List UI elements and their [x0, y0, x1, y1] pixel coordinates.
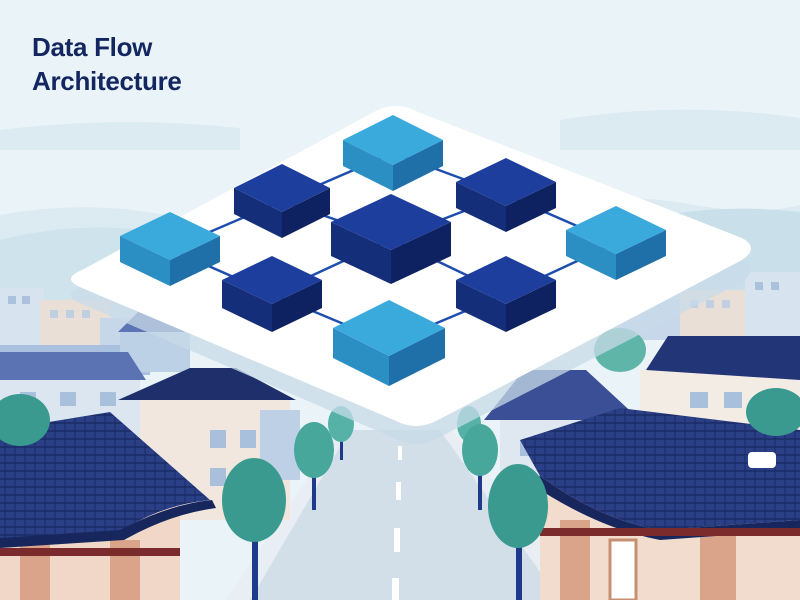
diagram-nodes [120, 115, 666, 386]
node-right-face [393, 140, 443, 191]
node-left-face [333, 328, 389, 386]
tree [746, 388, 800, 436]
tree [222, 458, 286, 600]
tree [488, 464, 548, 600]
node-bottom [333, 300, 445, 386]
node-right-face [616, 230, 666, 280]
node-left-face [343, 140, 393, 191]
node-top-face [456, 256, 556, 304]
node-top-face [456, 158, 556, 206]
node-left-face [331, 222, 391, 284]
cloud [0, 121, 240, 150]
trees [0, 328, 800, 600]
node-top-face [343, 115, 443, 165]
node-right-face [506, 280, 556, 332]
node-lower-right [456, 256, 556, 332]
node-top-face [566, 206, 666, 254]
node-upper-right [456, 158, 556, 232]
node-left-face [222, 280, 272, 332]
node-left-face [456, 280, 506, 332]
node-left-face [234, 188, 282, 238]
node-left [120, 212, 220, 286]
node-right-face [389, 328, 445, 386]
node-right-face [282, 188, 330, 238]
node-upper-left [234, 164, 330, 238]
node-top-face [234, 164, 330, 212]
node-top-face [331, 194, 451, 250]
node-top-face [120, 212, 220, 260]
node-lower-left [222, 256, 322, 332]
tree [294, 422, 334, 510]
node-top-face [222, 256, 322, 304]
tree [462, 424, 498, 510]
title-line-2: Architecture [32, 66, 182, 96]
node-right-face [170, 236, 220, 286]
node-left-face [566, 230, 616, 280]
cloud [560, 109, 800, 150]
node-right-face [506, 182, 556, 232]
node-left-face [120, 236, 170, 286]
node-top-face [333, 300, 445, 356]
node-top [343, 115, 443, 191]
node-right [566, 206, 666, 280]
node-center [331, 194, 451, 284]
node-left-face [456, 182, 506, 232]
hanok-roof-right [520, 408, 800, 600]
node-right-face [391, 222, 451, 284]
hanok-roof-left [0, 412, 216, 600]
node-right-face [272, 280, 322, 332]
tree [0, 394, 50, 446]
page-title: Data Flow Architecture [32, 30, 182, 98]
title-line-1: Data Flow [32, 32, 153, 62]
